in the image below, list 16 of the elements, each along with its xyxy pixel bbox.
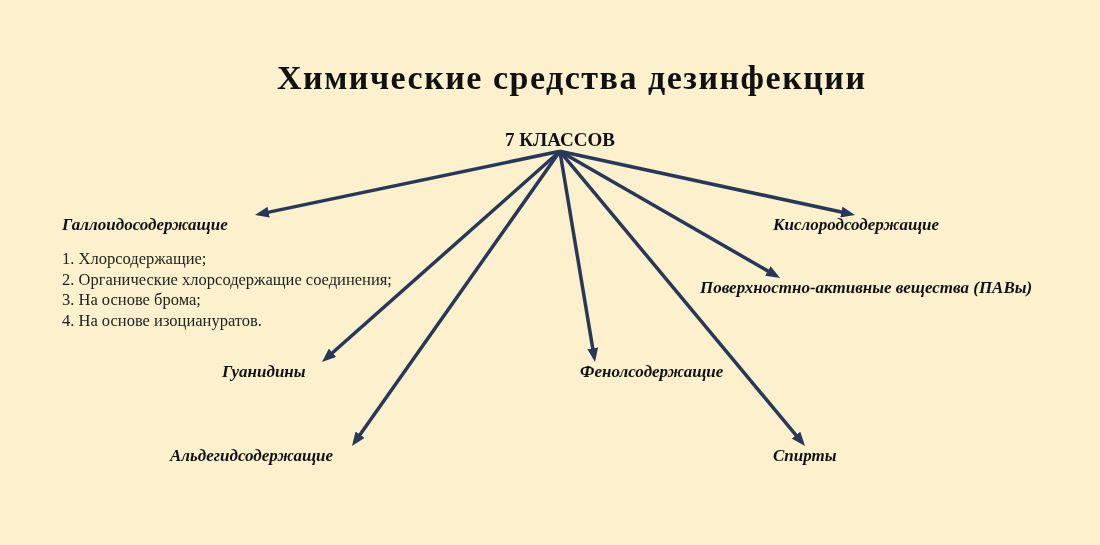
root-label: 7 КЛАССОВ [505, 128, 615, 152]
arrow [559, 149, 781, 278]
class-label: Фенолсодержащие [580, 362, 724, 383]
list-item: 2. Органические хлорсодержащие соединения; [62, 269, 392, 290]
list-item: 1. Хлорсодержащие; [62, 249, 207, 270]
diagram-title: Химические средства дезинфекции [277, 57, 867, 98]
class-label: Поверхностно-активные вещества (ПАВы) [700, 278, 1033, 299]
class-label: Спирты [773, 446, 837, 467]
list-item: 4. На основе изоциануратов. [62, 310, 262, 331]
arrow [559, 149, 855, 218]
list-item: 3. На основе брома; [62, 290, 201, 311]
class-label: Альдегидсодержащие [170, 446, 334, 467]
class-label: Галлоидосодержащие [62, 215, 228, 236]
class-label: Гуанидины [222, 362, 306, 383]
arrow [254, 149, 561, 218]
class-label: Кислородсодержащие [773, 215, 940, 236]
